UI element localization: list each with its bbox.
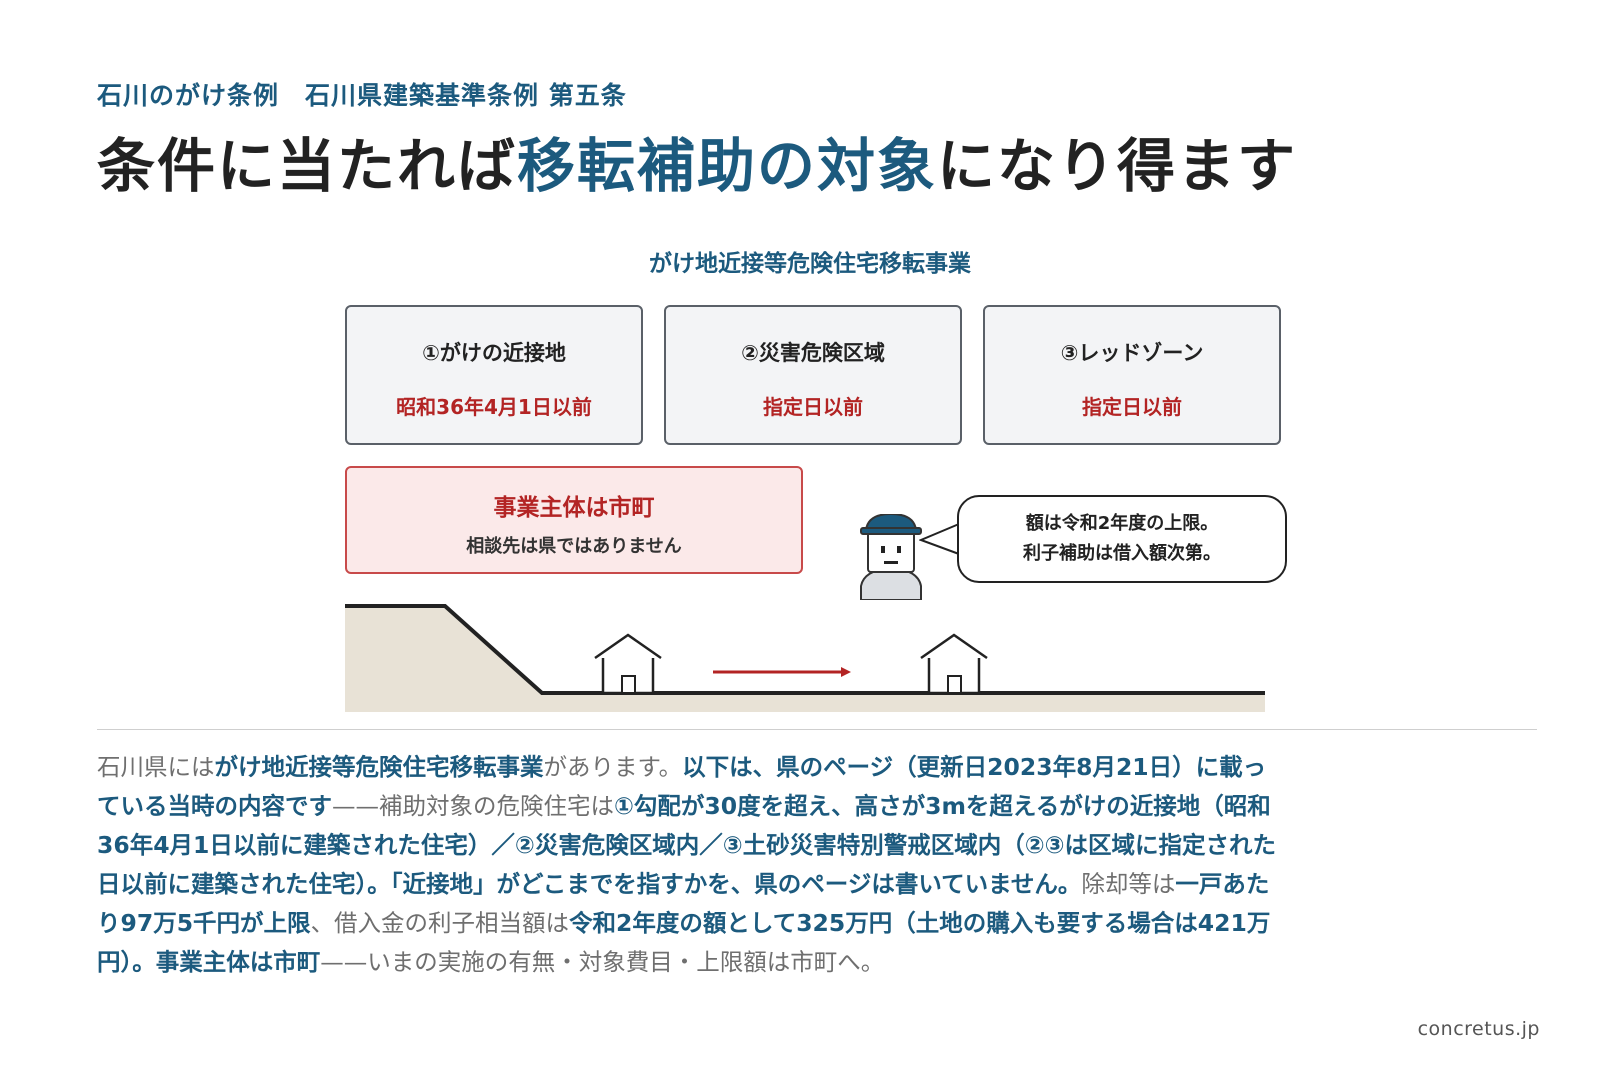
condition-date: 指定日以前	[763, 395, 863, 419]
condition-date: 昭和36年4月1日以前	[396, 395, 592, 419]
headline-text-2: になり得ます	[937, 132, 1298, 200]
condition-name: ①がけの近接地	[422, 341, 566, 365]
person-icon	[860, 514, 922, 600]
diagram-title: がけ地近接等危険住宅移転事業	[649, 251, 971, 277]
body-text-segment: 、借入金の利子相当額は	[310, 909, 570, 937]
headline-text-1: 条件に当たれば	[97, 132, 518, 200]
page-subtitle: 石川のがけ条例 石川県建築基準条例 第五条	[97, 81, 627, 110]
body-paragraph: 石川県にはがけ地近接等危険住宅移転事業があります。以下は、県のページ（更新日20…	[97, 748, 1282, 982]
speech-line-2: 利子補助は借入額次第。	[1023, 543, 1221, 564]
speech-line-1: 額は令和2年度の上限。	[1025, 513, 1219, 534]
relocation-scene	[345, 604, 1265, 712]
condition-card-1: ①がけの近接地 昭和36年4月1日以前	[345, 305, 643, 445]
speech-bubble: 額は令和2年度の上限。 利子補助は借入額次第。	[957, 495, 1287, 583]
footer-site: concretus.jp	[1417, 1018, 1540, 1040]
cliff-ground	[345, 606, 1265, 712]
body-text-segment: 除却等は	[1081, 870, 1176, 898]
page-headline: 条件に当たれば移転補助の対象になり得ます	[97, 132, 1297, 202]
condition-name: ③レッドゾーン	[1060, 341, 1204, 365]
body-emphasis: 令和2年度の額として325万円（土地の購入も要する場合は421万円）。事業主体は…	[97, 909, 1271, 976]
cliff-outline	[345, 604, 1265, 695]
business-entity-box: 事業主体は市町 相談先は県ではありません	[345, 466, 803, 574]
divider	[97, 729, 1537, 730]
house-after-icon	[920, 633, 988, 695]
condition-card-2: ②災害危険区域 指定日以前	[664, 305, 962, 445]
arrow-icon	[713, 667, 851, 677]
body-text-segment: ——補助対象の危険住宅は	[332, 792, 614, 820]
body-emphasis: ①勾配が30度を超え、高さが3mを超えるがけの近接地（昭和36年4月1日以前に建…	[97, 792, 1276, 898]
business-entity-label: 事業主体は市町	[493, 495, 655, 521]
headline-highlight: 移転補助の対象	[517, 132, 938, 200]
body-emphasis: がけ地近接等危険住宅移転事業	[214, 753, 544, 781]
condition-card-3: ③レッドゾーン 指定日以前	[983, 305, 1281, 445]
body-text-segment: があります。	[543, 753, 683, 781]
house-before-icon	[594, 633, 662, 695]
body-emphasis: 一戸あたり97万5千円が上限	[97, 870, 1270, 937]
speech-bubble-tail	[919, 523, 960, 555]
condition-name: ②災害危険区域	[741, 341, 885, 365]
body-text-segment: ——いまの実施の有無・対象費目・上限額は市町へ。	[320, 948, 885, 976]
business-entity-note: 相談先は県ではありません	[466, 536, 682, 557]
body-emphasis: 以下は、県のページ（更新日2023年8月21日）に載っている当時の内容です	[97, 753, 1267, 820]
condition-date: 指定日以前	[1082, 395, 1182, 419]
body-text-segment: 石川県には	[97, 753, 215, 781]
